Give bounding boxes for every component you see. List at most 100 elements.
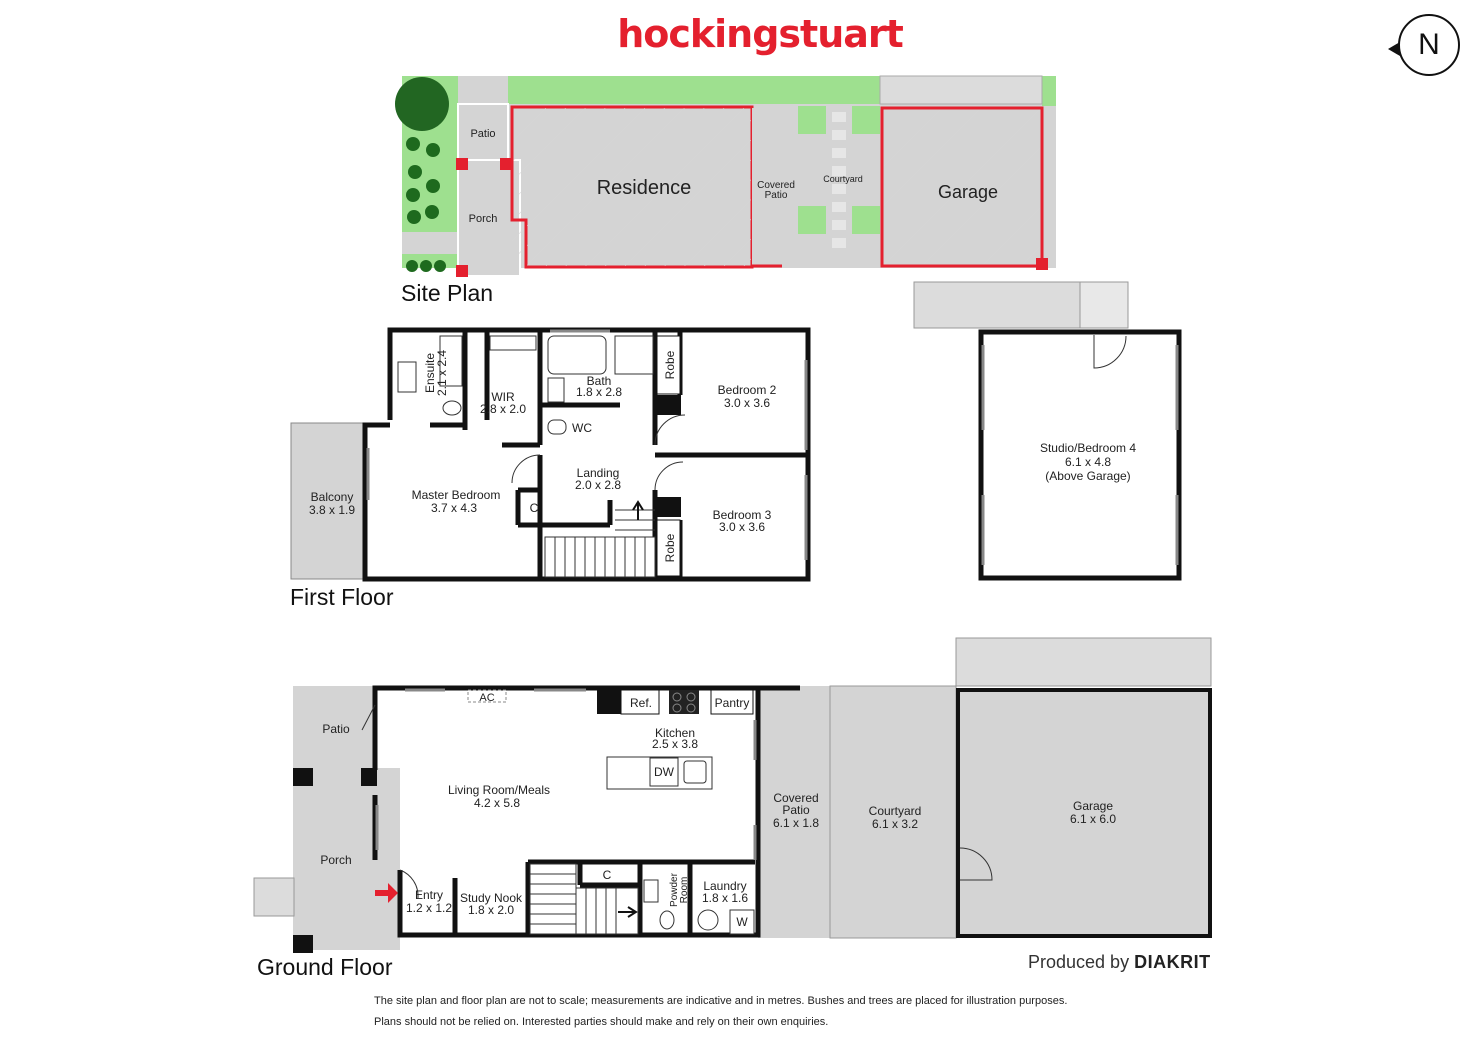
bedroom3-size: 3.0 x 3.6 bbox=[719, 520, 765, 534]
ac-label: AC bbox=[479, 692, 494, 704]
wir-shelf bbox=[489, 335, 537, 351]
entry-size: 1.2 x 1.2 bbox=[406, 901, 452, 915]
bath-size: 1.8 x 2.8 bbox=[576, 385, 622, 399]
disclaimer-line: Plans should not be relied on. Intereste… bbox=[374, 1016, 829, 1028]
vanity-icon bbox=[547, 377, 565, 403]
robe-top bbox=[656, 335, 681, 395]
porch-label: Porch bbox=[320, 853, 351, 867]
column bbox=[597, 690, 621, 714]
covered-patio-label: Patio bbox=[782, 803, 810, 817]
site-plan: Patio Porch Residence Covered Patio Cour… bbox=[395, 75, 1056, 277]
site-stair bbox=[879, 75, 1043, 105]
site-corner-marker bbox=[456, 265, 468, 277]
door-swing bbox=[399, 869, 419, 899]
burner-icon bbox=[672, 692, 696, 713]
robe-bottom bbox=[656, 519, 681, 577]
column bbox=[361, 768, 377, 786]
porch-area bbox=[293, 768, 400, 950]
cupboard-label: C bbox=[603, 868, 612, 882]
fridge-space bbox=[620, 689, 660, 715]
door-swing bbox=[654, 414, 686, 446]
studio-landing bbox=[1079, 281, 1129, 329]
ground-floor-title: Ground Floor bbox=[257, 954, 393, 980]
studio-note: (Above Garage) bbox=[1045, 469, 1130, 483]
garage-size: 6.1 x 6.0 bbox=[1070, 812, 1116, 826]
powder-label: Powder bbox=[669, 872, 680, 907]
site-covered-patio-label: Patio bbox=[765, 190, 788, 201]
site-porch-area bbox=[457, 159, 521, 277]
ensuite-shower-icon bbox=[439, 335, 463, 387]
garage-door-swing bbox=[959, 847, 993, 881]
stair-treads bbox=[529, 863, 639, 935]
credit-company: DIAKRIT bbox=[1134, 952, 1211, 972]
kitchen-size: 2.5 x 3.8 bbox=[652, 737, 698, 751]
entry-label: Entry bbox=[415, 888, 443, 902]
site-patio-area bbox=[457, 103, 509, 163]
window-markers bbox=[375, 688, 757, 860]
living-size: 4.2 x 5.8 bbox=[474, 796, 520, 810]
site-residence-outline bbox=[510, 105, 754, 269]
site-garage-fill bbox=[882, 108, 1042, 266]
first-floor-plan: Ensuite 2.1 x 2.4 WIR 2.8 x 2.0 Bath 1.8… bbox=[290, 281, 1182, 582]
bath-label: Bath bbox=[587, 374, 612, 388]
balcony-size: 3.8 x 1.9 bbox=[309, 503, 355, 517]
ensuite-vanity-icon bbox=[397, 361, 417, 393]
toilet-icon bbox=[547, 419, 567, 435]
site-path-left bbox=[402, 232, 458, 254]
ensuite-toilet-icon bbox=[442, 400, 462, 416]
landing-label: Landing bbox=[577, 466, 620, 480]
pantry-label: Pantry bbox=[715, 696, 750, 710]
covered-patio-label: Covered bbox=[773, 791, 818, 805]
disclaimer-line: The site plan and floor plan are not to … bbox=[374, 995, 1068, 1007]
compass-label: N bbox=[1418, 28, 1440, 61]
bedroom3-label: Bedroom 3 bbox=[713, 508, 772, 522]
column bbox=[657, 395, 681, 415]
site-garage-outline bbox=[880, 106, 1044, 268]
ensuite-label: Ensuite bbox=[423, 353, 437, 393]
ensuite-size: 2.1 x 2.4 bbox=[435, 350, 449, 396]
studio-label: Studio/Bedroom 4 bbox=[1040, 441, 1136, 455]
site-courtyard-planters bbox=[798, 106, 880, 234]
column bbox=[657, 497, 681, 517]
washer-label: W bbox=[736, 915, 748, 929]
window-markers bbox=[366, 329, 808, 560]
laundry-label: Laundry bbox=[703, 879, 746, 893]
studio-walls bbox=[978, 329, 1182, 581]
stair-arrow-icon bbox=[632, 500, 644, 520]
bathtub-icon bbox=[547, 335, 607, 375]
door-swing bbox=[361, 704, 376, 731]
door-swing bbox=[1093, 335, 1127, 369]
shower-icon bbox=[614, 335, 654, 375]
ground-floor-walls bbox=[372, 685, 800, 938]
column bbox=[293, 768, 313, 786]
site-garage-label: Garage bbox=[938, 182, 998, 202]
wc-label: WC bbox=[572, 421, 592, 435]
site-corner-marker bbox=[1036, 258, 1048, 270]
master-bedroom-label: Master Bedroom bbox=[412, 488, 501, 502]
column bbox=[293, 935, 313, 953]
robe-top-label: Robe bbox=[663, 350, 677, 379]
pantry-space bbox=[710, 689, 754, 715]
sink-icon bbox=[683, 760, 707, 784]
site-residence-label: Residence bbox=[597, 177, 692, 199]
courtyard-label: Courtyard bbox=[869, 804, 922, 818]
washer-space bbox=[729, 909, 755, 935]
kitchen-label: Kitchen bbox=[655, 726, 695, 740]
site-porch-label: Porch bbox=[469, 213, 498, 225]
brand-logo: hockingstuart bbox=[617, 12, 904, 56]
site-garden-right bbox=[1042, 76, 1056, 106]
first-floor-labels: Ensuite 2.1 x 2.4 WIR 2.8 x 2.0 Bath 1.8… bbox=[309, 350, 1136, 563]
garage-label: Garage bbox=[1073, 799, 1113, 813]
garage-area bbox=[956, 688, 1212, 938]
ref-label: Ref. bbox=[630, 696, 652, 710]
bedroom2-size: 3.0 x 3.6 bbox=[724, 396, 770, 410]
cupboard-label: C bbox=[530, 501, 539, 515]
balcony-area bbox=[290, 422, 366, 580]
site-covered-patio-area bbox=[752, 108, 798, 266]
powder-label: Room bbox=[679, 877, 690, 904]
landing-size: 2.0 x 2.8 bbox=[575, 478, 621, 492]
patio-area bbox=[293, 686, 375, 768]
living-label: Living Room/Meals bbox=[448, 783, 550, 797]
tree-icon bbox=[395, 77, 449, 131]
